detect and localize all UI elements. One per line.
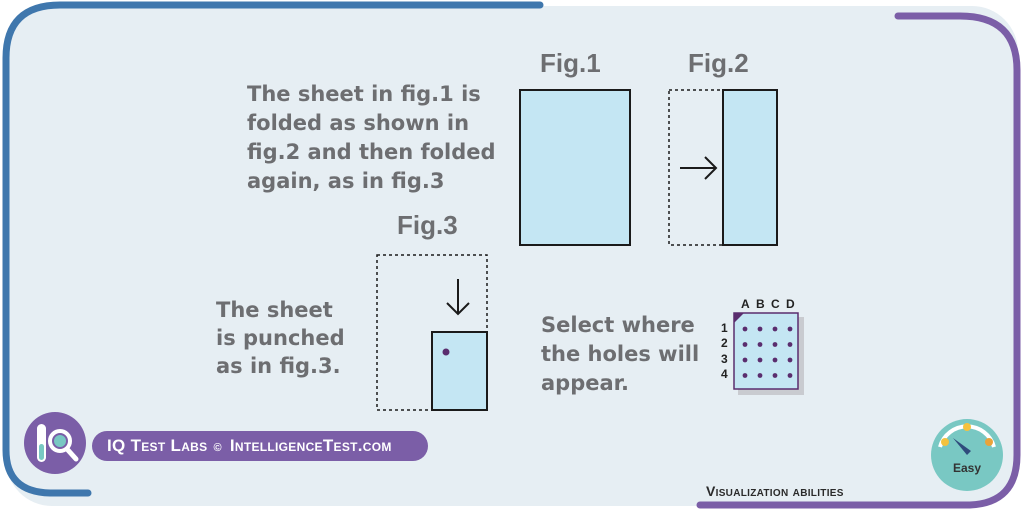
fig3-label: Fig.3 (397, 210, 458, 240)
difficulty-gauge-icon (931, 419, 1003, 491)
grid-dot-A1[interactable] (742, 326, 748, 332)
grid-dot-C4[interactable] (772, 373, 778, 378)
brand-line: IQ Test Labs © IntelligenceTest.com (107, 436, 392, 456)
select-line: Select where (541, 313, 695, 337)
punched-hole (441, 347, 451, 357)
grid-column-label: D (786, 297, 795, 311)
grid-row-label: 2 (721, 336, 728, 350)
copyright-mark: © (213, 442, 222, 454)
grid-dot-C1[interactable] (772, 326, 778, 332)
grid-dot-A2[interactable] (742, 342, 748, 347)
fig2-folded-sheet (722, 89, 778, 246)
fig2-label: Fig.2 (688, 48, 749, 78)
punch-line: is punched (216, 326, 345, 350)
select-instructions: Select where the holes will appear. (541, 311, 699, 398)
arrow-right-icon (680, 156, 718, 180)
brand-name: IQ Test Labs (107, 436, 208, 455)
fig1-sheet (519, 89, 631, 246)
difficulty-label: Easy (953, 461, 982, 475)
frame-accent-purple (696, 12, 1021, 509)
grid-dot-C3[interactable] (772, 357, 778, 363)
grid-dot-A3[interactable] (742, 357, 748, 363)
grid-column-label: B (756, 297, 765, 311)
grid-dot-B2[interactable] (757, 342, 763, 347)
brand-bar (92, 431, 428, 461)
intro-instructions: The sheet in fig.1 is folded as shown in… (247, 80, 496, 196)
arrow-down-icon (446, 279, 470, 316)
grid-row-label: 3 (721, 352, 728, 366)
intro-line: fig.2 and then folded (247, 140, 496, 164)
grid-dot-B4[interactable] (757, 373, 763, 378)
intro-line: The sheet in fig.1 is (247, 82, 481, 106)
punch-line: The sheet (216, 298, 333, 322)
grid-dot-D1[interactable] (787, 326, 793, 332)
grid-column-label: C (771, 297, 780, 311)
grid-dot-B1[interactable] (757, 326, 763, 332)
grid-dot-A4[interactable] (742, 373, 748, 378)
fig3-folded-sheet (431, 331, 488, 411)
fig1-label: Fig.1 (540, 48, 601, 78)
intro-line: again, as in fig.3 (247, 169, 445, 193)
punch-instructions: The sheet is punched as in fig.3. (216, 296, 345, 380)
frame-accent-blue (2, 1, 544, 497)
select-line: the holes will (541, 342, 700, 366)
grid-row-label: 1 (721, 321, 728, 335)
magnifier-test-tube-icon (24, 412, 86, 474)
answer-grid (733, 312, 804, 395)
grid-dot-D2[interactable] (787, 342, 793, 347)
grid-row-label: 4 (721, 367, 728, 381)
grid-dot-C2[interactable] (772, 342, 778, 347)
grid-column-label: A (741, 297, 750, 311)
grid-dot-B3[interactable] (757, 357, 763, 363)
select-line: appear. (541, 371, 629, 395)
grid-dot-D4[interactable] (787, 373, 793, 378)
brand-site-link[interactable]: IntelligenceTest.com (229, 436, 392, 455)
grid-dot-D3[interactable] (787, 357, 793, 363)
category-label: Visualization abilities (706, 483, 844, 499)
punch-line: as in fig.3. (216, 354, 341, 378)
intro-line: folded as shown in (247, 111, 470, 135)
